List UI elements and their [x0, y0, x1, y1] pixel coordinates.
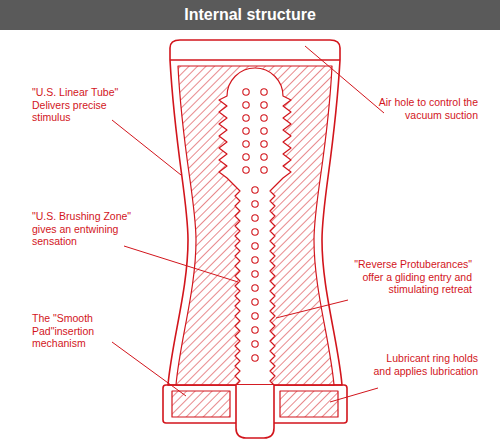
nub: [261, 115, 267, 121]
nub: [243, 89, 249, 95]
nub: [261, 141, 267, 147]
nub: [252, 313, 258, 319]
callout-label: "U.S. Brushing Zone" gives an entwining …: [32, 210, 144, 248]
nub: [252, 201, 258, 207]
inner-sleeve: [176, 66, 334, 385]
outer-housing: [168, 40, 342, 385]
nub: [243, 115, 249, 121]
nub: [261, 102, 267, 108]
nub: [252, 187, 258, 193]
smooth-pad: [172, 391, 230, 417]
nub: [252, 327, 258, 333]
nub: [252, 215, 258, 221]
entry-opening: [236, 385, 274, 438]
nub: [252, 229, 258, 235]
callout-label: "Reverse Protuberances" offer a gliding …: [348, 258, 472, 296]
nub: [261, 154, 267, 160]
lubricant-ring: [280, 391, 338, 417]
nub: [261, 128, 267, 134]
nub: [243, 167, 249, 173]
inner-nubs: [243, 89, 267, 361]
nub: [252, 285, 258, 291]
callout-label: Lubricant ring holds and applies lubrica…: [372, 352, 478, 377]
callout-label: Air hole to control the vacuum suction: [378, 96, 478, 121]
nub: [243, 102, 249, 108]
leader-lines: [112, 46, 384, 402]
cap-line: [170, 59, 340, 61]
nub: [261, 89, 267, 95]
nub: [252, 341, 258, 347]
nub: [252, 271, 258, 277]
diagram-title: Internal structure: [0, 6, 500, 24]
nub: [252, 355, 258, 361]
nub: [243, 141, 249, 147]
nub: [243, 128, 249, 134]
callout-label: "U.S. Linear Tube" Delivers precise stim…: [32, 86, 132, 124]
nub: [252, 299, 258, 305]
nub: [261, 167, 267, 173]
nub: [252, 257, 258, 263]
nub: [252, 243, 258, 249]
callout-label: The "Smooth Pad"insertion mechanism: [32, 312, 132, 350]
nub: [243, 154, 249, 160]
